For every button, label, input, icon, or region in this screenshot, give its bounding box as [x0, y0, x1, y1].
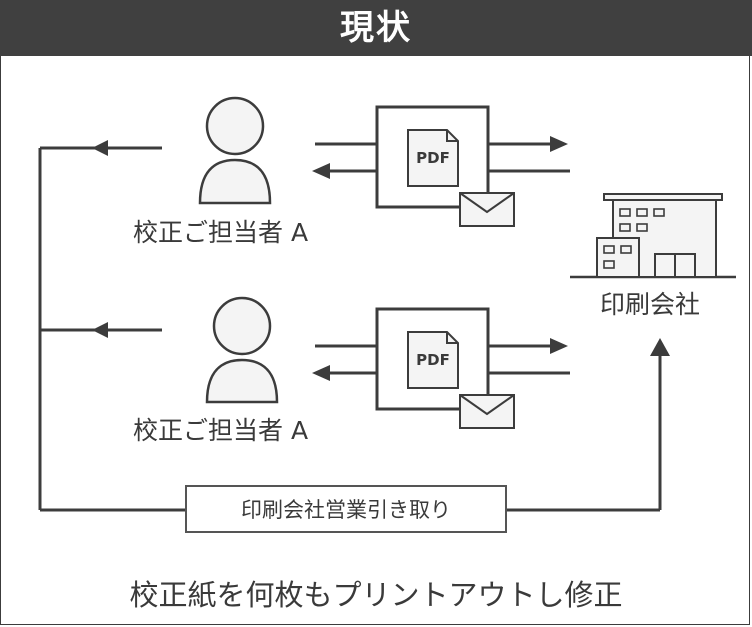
worker-label: 校正ご担当者 A	[133, 416, 309, 445]
document-exchange-box	[312, 307, 570, 411]
pickup-label: 印刷会社営業引き取り	[241, 498, 451, 522]
person-icon	[205, 296, 279, 404]
pickup-to-printer-line	[507, 338, 670, 512]
worker-label: 校正ご担当者 A	[133, 218, 309, 247]
building-icon	[570, 193, 736, 279]
pdf-document-icon	[407, 331, 459, 389]
mail-envelope-icon	[459, 394, 515, 429]
arrow-icon	[40, 322, 162, 338]
pdf-label: PDF	[416, 149, 450, 167]
header-bar: 現状	[0, 0, 752, 56]
header-title: 現状	[340, 8, 412, 48]
pdf-document-icon	[407, 129, 459, 187]
footer-note: 校正紙を何枚もプリントアウトし修正	[129, 578, 623, 612]
pdf-label: PDF	[416, 351, 450, 369]
mail-envelope-icon	[459, 192, 515, 227]
person-icon	[198, 96, 272, 205]
pickup-box: 印刷会社営業引き取り	[185, 485, 507, 533]
arrow-icon	[40, 140, 162, 156]
printer-label: 印刷会社	[600, 290, 701, 319]
